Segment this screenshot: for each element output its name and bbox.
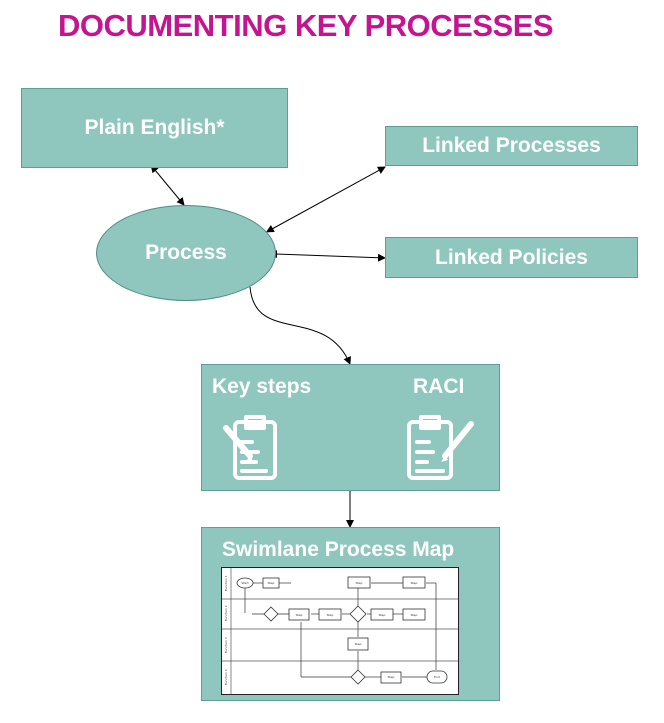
arrow-process-key-steps [249,286,351,365]
key-steps-label: Key steps [212,375,312,398]
linked-policies-label: Linked Policies [435,245,588,269]
page-title: DOCUMENTING KEY PROCESSES [58,8,554,43]
svg-text:Step: Step [388,675,395,679]
arrow-process-linked-policies [269,250,386,262]
svg-text:Function 3: Function 3 [224,637,228,653]
svg-text:Step: Step [411,613,418,617]
svg-text:End: End [434,675,440,679]
svg-text:Function 2: Function 2 [224,605,228,621]
process-label: Process [145,241,227,264]
plain-english-label: Plain English* [84,116,225,139]
process-ellipse: Process [96,205,276,301]
svg-text:Step: Step [411,581,418,585]
clipboard-pencil-icon [223,415,277,480]
svg-text:Start: Start [241,581,249,585]
clipboard-pencil-icon [407,415,474,480]
svg-text:Step: Step [268,581,275,585]
svg-text:Step: Step [355,642,362,646]
svg-text:Step: Step [356,581,363,585]
linked-processes-box: Linked Processes [385,126,638,166]
arrow-process-linked-processes [265,166,386,233]
svg-text:Step: Step [327,613,334,617]
raci-label: RACI [413,375,465,398]
arrow-plain-english-process [150,164,185,206]
svg-text:Step: Step [379,613,386,617]
swimlane-label: Swimlane Process Map [222,538,455,561]
swimlane-map-thumbnail: Function 1 Function 2 Function 3 Functio… [221,567,459,695]
svg-text:Function 4: Function 4 [224,669,228,685]
linked-policies-box: Linked Policies [385,237,638,278]
svg-text:Function 1: Function 1 [224,575,228,591]
svg-text:Step: Step [296,613,303,617]
plain-english-box: Plain English* [21,88,288,168]
linked-processes-label: Linked Processes [422,134,601,157]
